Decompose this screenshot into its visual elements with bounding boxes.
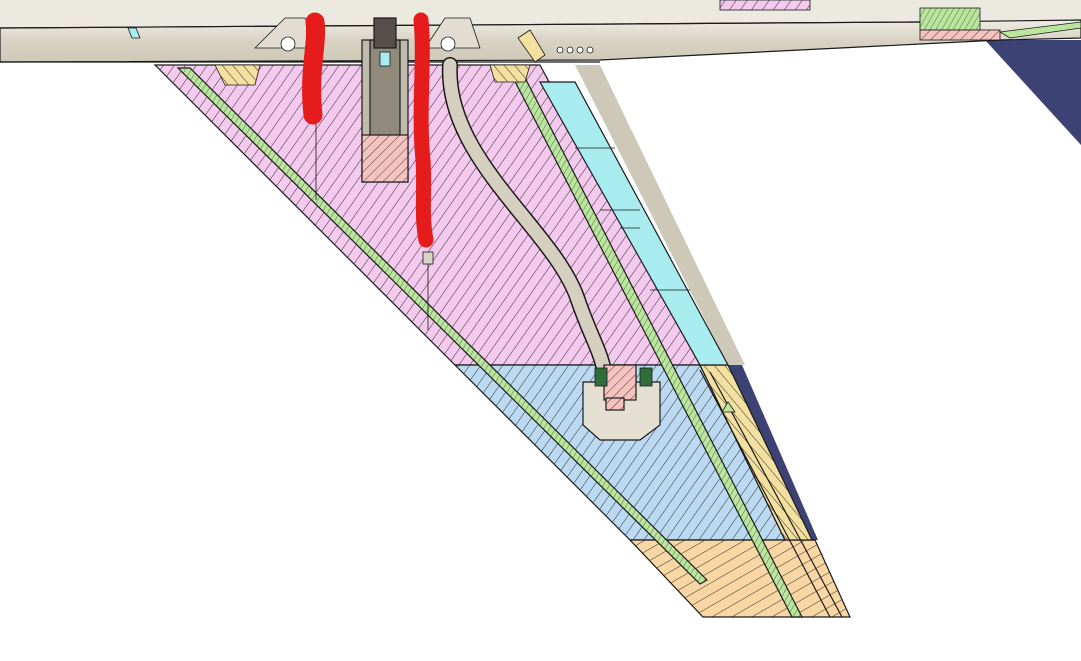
hose-fitting-block-small bbox=[605, 397, 625, 411]
cyan-panel bbox=[538, 81, 730, 366]
top-fastener bbox=[517, 29, 546, 63]
top-salmon-part bbox=[919, 29, 1001, 41]
red-markup-stroke-right bbox=[413, 12, 434, 248]
bolt-hole bbox=[576, 46, 584, 54]
grey-backing-plate bbox=[575, 65, 745, 365]
bracket-lug-left bbox=[254, 17, 321, 49]
curved-hose-fill bbox=[443, 58, 611, 377]
yellow-clip-right bbox=[489, 64, 531, 83]
top-right-strip bbox=[998, 21, 1081, 39]
bolt-hole bbox=[566, 46, 574, 54]
yellow-clip-left bbox=[214, 64, 261, 86]
bolt-hole bbox=[586, 46, 594, 54]
hose-fitting-collar bbox=[639, 367, 653, 387]
lug-hole bbox=[440, 36, 456, 52]
red-markup-stroke-left bbox=[302, 12, 326, 125]
green-strip-left bbox=[176, 67, 708, 585]
cyan-tab bbox=[127, 27, 141, 39]
hose-fitting-collar bbox=[594, 367, 608, 387]
actuator-fitting bbox=[379, 51, 391, 67]
lug-hole bbox=[280, 36, 296, 52]
diagonal-line bbox=[709, 371, 843, 618]
bracket-lug-right bbox=[424, 17, 481, 49]
navy-surface-upper bbox=[985, 40, 1081, 145]
leader-tip bbox=[422, 251, 434, 265]
top-pink-part bbox=[719, 0, 811, 11]
actuator-rod-end bbox=[361, 134, 409, 183]
diagonal-line bbox=[699, 369, 831, 618]
hose-fitting-block bbox=[603, 364, 637, 401]
triangle-marker bbox=[721, 401, 736, 413]
hose-fitting-bracket bbox=[582, 381, 661, 441]
bolt-hole bbox=[556, 46, 564, 54]
actuator-head bbox=[373, 17, 397, 49]
top-green-part bbox=[919, 7, 981, 31]
navy-surface-lower bbox=[728, 365, 818, 540]
